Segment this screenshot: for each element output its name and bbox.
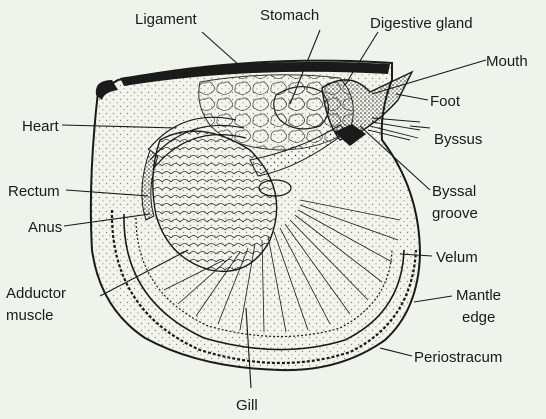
label-mantle-edge-line2: edge	[462, 309, 495, 326]
label-adductor-line2: muscle	[6, 307, 54, 324]
leader-mantle	[414, 296, 452, 302]
label-periostracum: Periostracum	[414, 349, 502, 366]
label-byssal-groove-line1: Byssal	[432, 183, 476, 200]
label-digestive-gland: Digestive gland	[370, 15, 473, 32]
label-byssal-groove-line2: groove	[432, 205, 478, 222]
label-adductor-line1: Adductor	[6, 285, 66, 302]
label-anus: Anus	[28, 219, 62, 236]
label-foot: Foot	[430, 93, 461, 110]
label-ligament: Ligament	[135, 11, 198, 28]
label-byssus: Byssus	[434, 131, 482, 148]
label-mantle-edge-line1: Mantle	[456, 287, 501, 304]
leader-ligament	[202, 32, 240, 66]
label-heart: Heart	[22, 118, 60, 135]
leader-byssus	[410, 126, 430, 128]
label-rectum: Rectum	[8, 183, 60, 200]
label-stomach: Stomach	[260, 7, 319, 24]
leader-foot	[396, 94, 428, 100]
label-gill: Gill	[236, 397, 258, 414]
label-velum: Velum	[436, 249, 478, 266]
label-mouth: Mouth	[486, 53, 528, 70]
leader-periostracum	[380, 348, 412, 356]
